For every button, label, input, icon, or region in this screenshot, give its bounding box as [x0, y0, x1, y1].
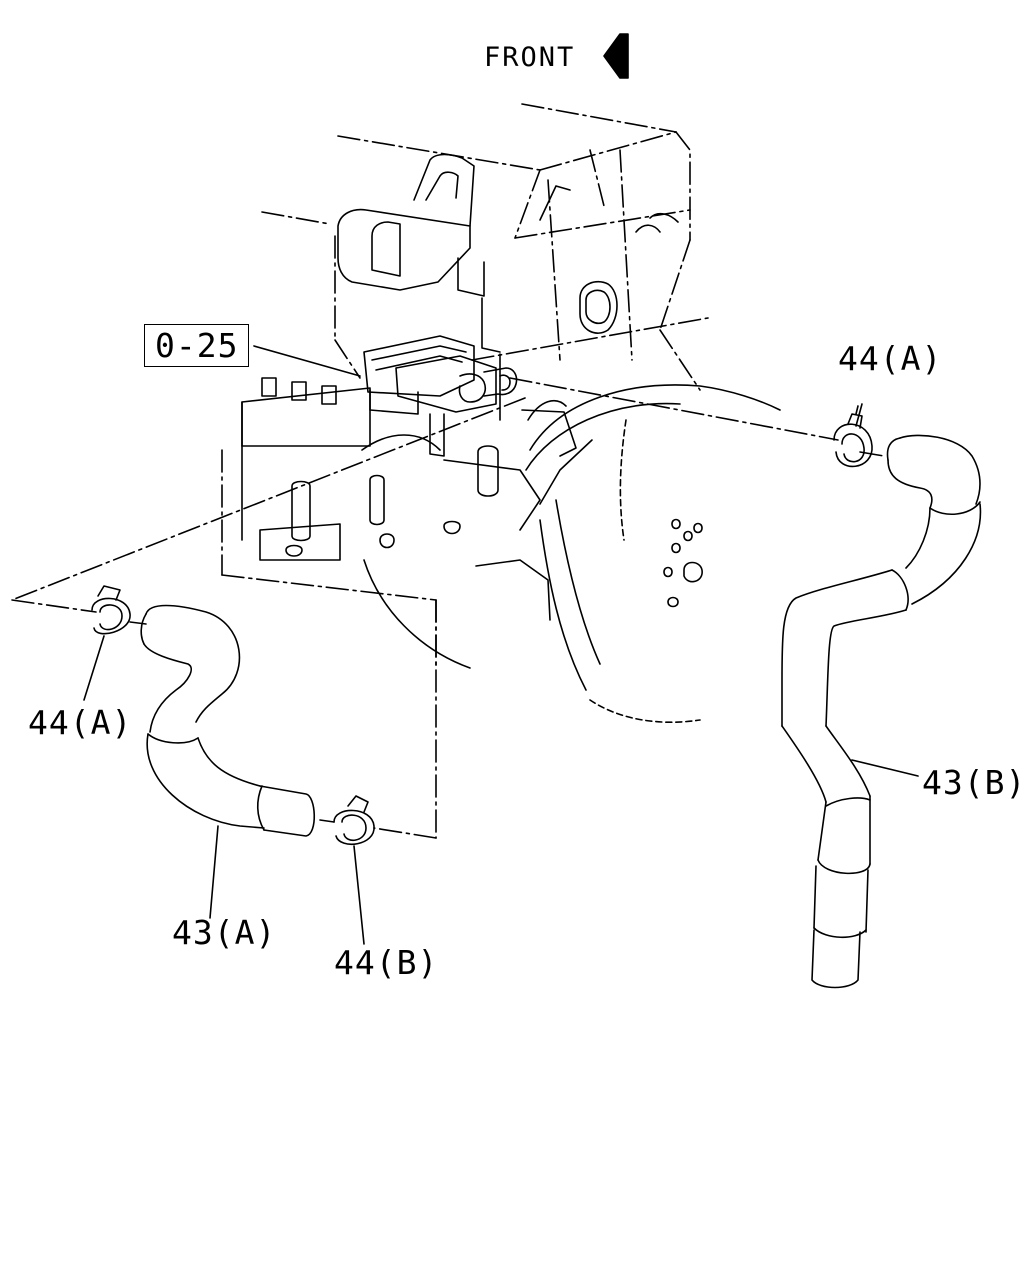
- clamp-44a-left: [91, 585, 131, 635]
- callout-44a-right: 44(A): [838, 339, 943, 378]
- cylinder-head: [337, 153, 679, 353]
- hose-43a: [140, 604, 316, 837]
- callout-leaders: [83, 403, 919, 945]
- callout-44b: 44(B): [334, 943, 439, 982]
- callout-43b: 43(B): [922, 763, 1024, 802]
- clamp-44a-right: [833, 405, 873, 468]
- sensor-assembly: [363, 335, 518, 457]
- connection-lines: [11, 377, 885, 839]
- engine-block-outline: [221, 103, 709, 669]
- left-arrow-icon: [603, 33, 629, 79]
- reference-leader: [253, 345, 361, 377]
- callout-43a: 43(A): [172, 913, 277, 952]
- engine-lower-detail: [241, 353, 593, 669]
- hose-43b: [781, 434, 982, 989]
- clamp-44b: [333, 795, 375, 845]
- flywheel: [525, 384, 781, 723]
- reference-box-label: 0-25: [144, 324, 250, 367]
- callout-44a-left: 44(A): [28, 703, 133, 742]
- front-direction-label: FRONT: [484, 42, 576, 73]
